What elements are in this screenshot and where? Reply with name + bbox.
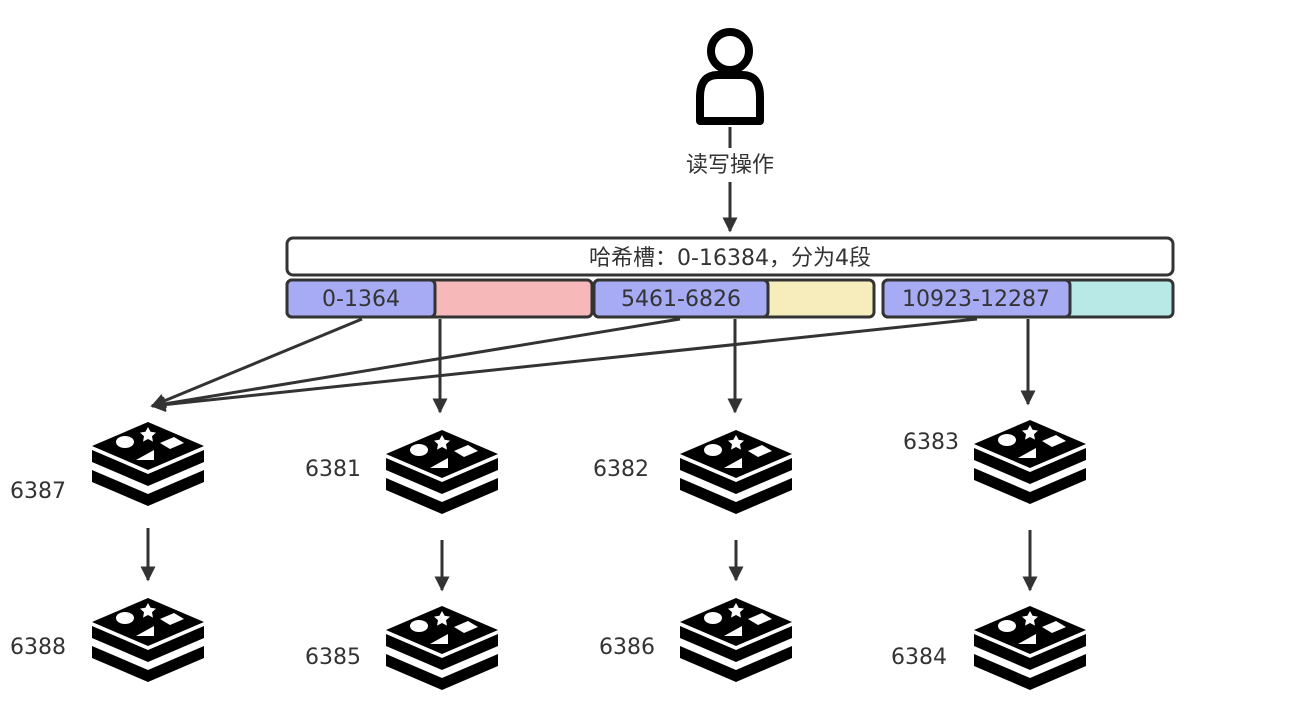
slot-segment-1-label-box bbox=[285, 278, 437, 319]
replica-port-6385: 6385 bbox=[305, 645, 361, 670]
redis-icon-6383 bbox=[974, 420, 1086, 504]
replica-port-6386: 6386 bbox=[599, 635, 655, 660]
arrow-seg1-to-6387 bbox=[150, 317, 363, 408]
user-icon bbox=[696, 28, 764, 125]
replica-port-6384: 6384 bbox=[891, 645, 947, 670]
hash-slot-title-bar bbox=[285, 236, 1175, 277]
redis-icon-6382 bbox=[680, 430, 792, 514]
redis-icon-6387 bbox=[92, 422, 204, 506]
master-port-6381: 6381 bbox=[305, 457, 361, 482]
redis-icon-6381 bbox=[386, 430, 498, 514]
user-action-label: 读写操作 bbox=[686, 153, 774, 178]
redis-icon-6386 bbox=[680, 598, 792, 682]
master-port-6383: 6383 bbox=[903, 430, 959, 455]
slot-segment-2-label-box bbox=[592, 278, 770, 319]
redis-icon-6388 bbox=[92, 598, 204, 682]
slot-segment-3-label-box bbox=[881, 278, 1072, 319]
arrow-seg3-to-6387 bbox=[150, 317, 978, 413]
master-port-6387: 6387 bbox=[10, 479, 66, 504]
hash-slot-title: 哈希槽：0-16384，分为4段 bbox=[589, 246, 871, 271]
master-port-6382: 6382 bbox=[593, 457, 649, 482]
replica-port-6388: 6388 bbox=[10, 635, 66, 660]
redis-icon-6384 bbox=[974, 606, 1086, 690]
slot-segment-1-label: 0-1364 bbox=[322, 287, 400, 312]
redis-icon-6385 bbox=[386, 606, 498, 690]
slot-segment-2-label: 5461-6826 bbox=[621, 287, 741, 312]
slot-segment-3-label: 10923-12287 bbox=[902, 287, 1050, 312]
arrow-seg2-to-6387 bbox=[150, 317, 681, 412]
